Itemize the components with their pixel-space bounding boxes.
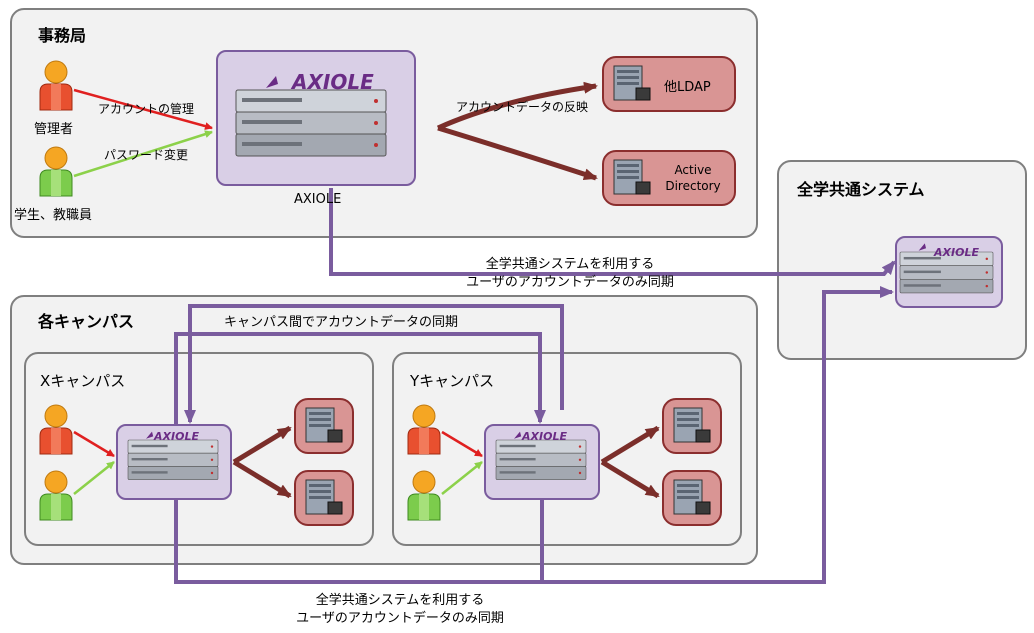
ldap-label: 他LDAP [664, 80, 711, 95]
axiole-logo-x: AXIOLE [154, 430, 199, 443]
campus-sync-arrow-to-x [184, 304, 564, 424]
users-label: 学生、教職員 [14, 208, 93, 223]
x-admin-arrow [73, 430, 115, 458]
campus-sync-arrow-to-y [174, 332, 546, 424]
x-user-arrow [73, 461, 115, 495]
sync-top-line-1: 全学共通システムを利用する [485, 257, 655, 272]
password-change-arrow [73, 130, 213, 178]
axiole-logo-common: AXIOLE [934, 246, 979, 259]
x-user-person-icon [39, 470, 73, 521]
ldap-server-icon [613, 65, 651, 101]
reflect-arrow-ldap [436, 81, 598, 131]
x-directory-icon-2 [305, 479, 343, 515]
axiole-server-label: AXIOLE [294, 192, 342, 207]
sync-bottom-line-2: ユーザのアカウントデータのみ同期 [296, 611, 504, 626]
y-directory-icon-2 [673, 479, 711, 515]
sync-bottom-label: 全学共通システムを利用する ユーザのアカウントデータのみ同期 [260, 592, 540, 628]
ad-line-2: Directory [665, 179, 721, 193]
y-reflect-arrow-2 [600, 459, 660, 499]
office-title: 事務局 [38, 26, 87, 45]
sync-top-line-2: ユーザのアカウントデータのみ同期 [466, 275, 674, 290]
x-campus-title: Xキャンパス [40, 372, 126, 390]
y-reflect-arrow-1 [600, 425, 660, 465]
reflect-label: アカウントデータの反映 [456, 100, 589, 114]
y-user-person-icon [407, 470, 441, 521]
sync-bottom-line-1: 全学共通システムを利用する [315, 593, 485, 608]
ad-server-icon [613, 159, 651, 195]
admin-person-icon [39, 60, 73, 111]
ad-line-1: Active [674, 163, 712, 177]
password-change-label: パスワード変更 [104, 148, 189, 162]
active-directory-label: Active Directory [650, 162, 736, 194]
campuses-title: 各キャンパス [38, 312, 135, 331]
y-directory-box-2 [662, 470, 722, 526]
admin-label: 管理者 [34, 122, 74, 137]
account-mgmt-arrow [73, 88, 213, 130]
y-admin-arrow [441, 430, 483, 458]
x-directory-icon-1 [305, 407, 343, 443]
y-campus-title: Yキャンパス [410, 372, 495, 390]
axiole-logo-office: AXIOLE [292, 70, 374, 94]
user-person-icon [39, 146, 73, 197]
y-user-arrow [441, 461, 483, 495]
x-reflect-arrow-1 [232, 425, 292, 465]
sync-arrow-campus-to-common [174, 286, 894, 584]
reflect-arrow-ad [437, 125, 598, 181]
y-directory-icon-1 [673, 407, 711, 443]
campus-sync-label: キャンパス間でアカウントデータの同期 [222, 311, 461, 330]
sync-arrow-office-to-common [329, 188, 896, 276]
sync-top-label: 全学共通システムを利用する ユーザのアカウントデータのみ同期 [430, 256, 710, 292]
y-admin-person-icon [407, 404, 441, 455]
axiole-logo-y: AXIOLE [522, 430, 567, 443]
x-reflect-arrow-2 [232, 459, 292, 499]
common-system-title: 全学共通システム [797, 180, 925, 199]
account-mgmt-label: アカウントの管理 [98, 102, 195, 116]
x-admin-person-icon [39, 404, 73, 455]
